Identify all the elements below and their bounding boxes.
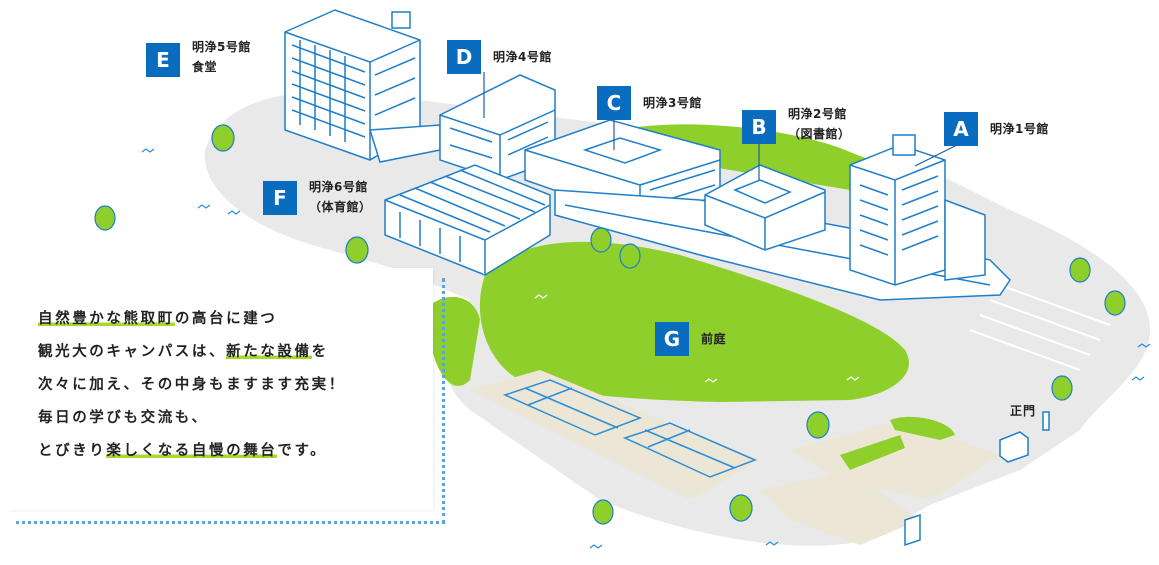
marker-b[interactable]: B 明浄2号館 （図書館） <box>742 107 851 144</box>
marker-e-name: 明浄5号館 <box>192 40 251 54</box>
green-strip-2 <box>890 416 955 440</box>
marker-f-sub: （体育館） <box>309 200 372 214</box>
marker-a-label: 明浄1号館 <box>990 119 1049 139</box>
marker-c-name: 明浄3号館 <box>643 96 702 110</box>
marker-g[interactable]: G 前庭 <box>655 322 726 356</box>
intro-line-5-pre: とびきり <box>38 443 107 459</box>
plaza-sand-bottom <box>760 470 920 545</box>
building-f <box>384 164 551 276</box>
lawn-back <box>630 124 870 190</box>
marker-b-name: 明浄2号館 <box>788 107 847 121</box>
tennis-courts <box>502 379 757 478</box>
marker-c[interactable]: C 明浄3号館 <box>597 86 702 120</box>
intro-line-2: 観光大のキャンパスは、新たな設備を <box>38 336 346 369</box>
marker-d-name: 明浄4号館 <box>493 50 552 64</box>
marker-a-badge: A <box>944 112 978 146</box>
marker-f-name: 明浄6号館 <box>309 180 368 194</box>
marker-d[interactable]: D 明浄4号館 <box>447 40 552 74</box>
marker-c-label: 明浄3号館 <box>643 93 702 113</box>
marker-g-badge: G <box>655 322 689 356</box>
label-leader-lines <box>483 72 958 180</box>
building-b <box>704 164 826 251</box>
marker-d-label: 明浄4号館 <box>493 47 552 67</box>
marker-a-name: 明浄1号館 <box>990 122 1049 136</box>
marker-e-sub: 食堂 <box>192 60 218 74</box>
marker-e[interactable]: E 明浄5号館 食堂 <box>146 40 251 77</box>
intro-line-1-highlight: 自然豊かな熊取町 <box>38 311 175 327</box>
marker-g-name: 前庭 <box>701 332 727 346</box>
marker-b-badge: B <box>742 110 776 144</box>
building-e <box>284 9 441 163</box>
marker-d-badge: D <box>447 40 481 74</box>
marker-b-label: 明浄2号館 （図書館） <box>788 104 851 144</box>
marker-b-sub: （図書館） <box>788 127 851 141</box>
marker-a[interactable]: A 明浄1号館 <box>944 112 1049 146</box>
intro-line-5-highlight: 楽しくなる自慢の舞台 <box>106 443 278 459</box>
marker-f[interactable]: F 明浄6号館 （体育館） <box>263 180 372 217</box>
main-gate <box>904 411 1050 547</box>
intro-line-5: とびきり楽しくなる自慢の舞台です。 <box>38 435 346 468</box>
intro-line-1-rest: の高台に建つ <box>174 311 278 327</box>
intro-line-3: 次々に加え、その中身もますます充実！ <box>38 377 346 393</box>
marker-c-badge: C <box>597 86 631 120</box>
intro-card-dotted-border <box>16 278 445 524</box>
marker-e-badge: E <box>146 43 180 77</box>
marker-g-label: 前庭 <box>701 329 726 349</box>
intro-line-4: 毎日の学びも交流も、 <box>38 410 209 426</box>
parking-lot <box>969 284 1111 371</box>
main-gate-label: 正門 <box>1010 404 1037 418</box>
intro-line-2-pre: 観光大のキャンパスは、 <box>38 344 227 360</box>
intro-text: 自然豊かな熊取町の高台に建つ 観光大のキャンパスは、新たな設備を 次々に加え、そ… <box>38 303 346 468</box>
intro-line-2-highlight: 新たな設備 <box>226 344 312 360</box>
intro-line-2-post: を <box>311 344 329 360</box>
building-a <box>849 134 986 286</box>
marker-f-badge: F <box>263 181 297 215</box>
front-garden-lawn <box>479 241 909 402</box>
intro-line-1: 自然豊かな熊取町の高台に建つ <box>38 303 346 336</box>
intro-line-5-post: です。 <box>277 443 328 459</box>
green-strip-1 <box>840 435 905 470</box>
intro-card <box>8 268 433 510</box>
marker-e-label: 明浄5号館 食堂 <box>192 37 251 77</box>
decorative-waves <box>141 148 1151 549</box>
marker-f-label: 明浄6号館 （体育館） <box>309 177 372 217</box>
